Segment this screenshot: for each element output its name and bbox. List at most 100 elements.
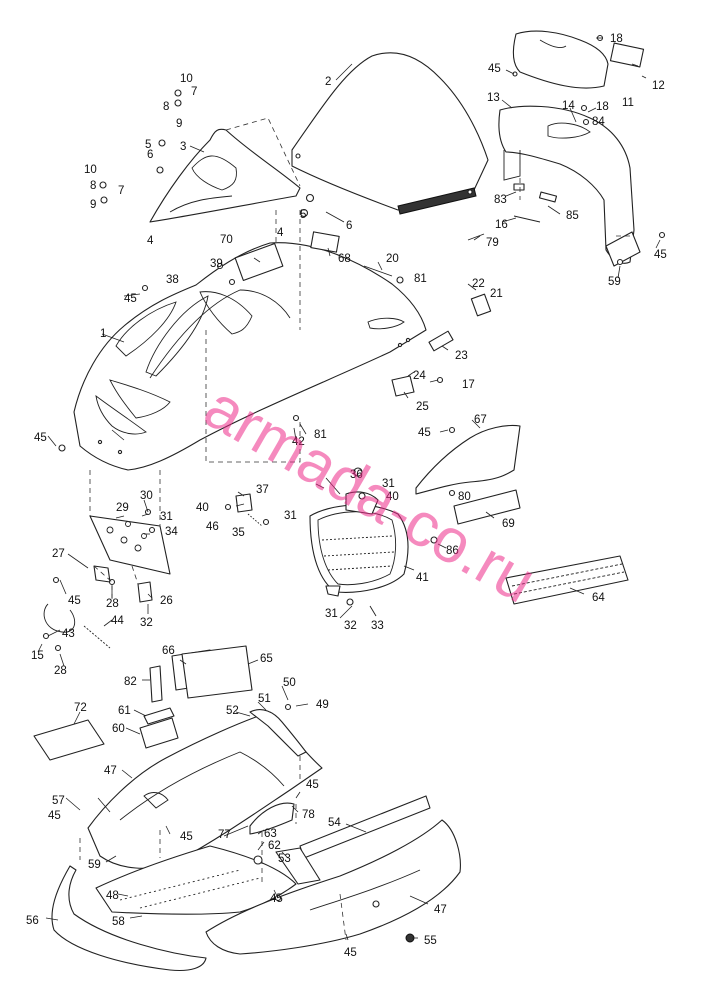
bracket-26 [137, 581, 153, 603]
callout: 48 [106, 890, 119, 902]
bracket-29 [89, 515, 171, 575]
callout: 50 [283, 677, 296, 689]
callout: 35 [232, 527, 245, 539]
callout: 17 [462, 379, 475, 391]
callout: 80 [458, 491, 471, 503]
callout: 12 [652, 80, 665, 92]
skid-plate [95, 845, 297, 915]
callout: 78 [302, 809, 315, 821]
callout: 60 [112, 723, 125, 735]
callout: 28 [54, 665, 67, 677]
callout: 45 [306, 779, 319, 791]
callout: 47 [104, 765, 117, 777]
callout: 82 [124, 676, 137, 688]
callout: 72 [74, 702, 87, 714]
callout: 45 [68, 595, 81, 607]
callout: 4 [147, 235, 154, 247]
callout: 77 [218, 829, 231, 841]
callout: 59 [88, 859, 101, 871]
callout: 62 [268, 840, 281, 852]
callout: 67 [474, 414, 487, 426]
callout: 64 [592, 592, 605, 604]
duct-67 [415, 424, 521, 495]
decal-68 [310, 231, 340, 253]
callout: 38 [166, 274, 179, 286]
callout: 39 [210, 258, 223, 270]
plate-60 [139, 717, 179, 749]
callout: 53 [278, 853, 291, 865]
callout: 45 [34, 432, 47, 444]
callout: 59 [608, 276, 621, 288]
headlight [309, 491, 409, 597]
rear-console [498, 105, 641, 267]
callout: 9 [176, 118, 182, 130]
callout: 81 [314, 429, 327, 441]
callout: 86 [446, 545, 459, 557]
callout: 6 [147, 149, 153, 161]
callout: 4 [277, 227, 284, 239]
callout: 10 [84, 164, 97, 176]
callout: 40 [196, 502, 209, 514]
callout: 5 [145, 139, 151, 151]
callout: 46 [206, 521, 219, 533]
callout: 14 [562, 100, 575, 112]
callout: 31 [284, 510, 297, 522]
callout: 16 [495, 219, 508, 231]
panel-64 [505, 555, 629, 605]
callout: 45 [270, 893, 283, 905]
storage-box [512, 30, 645, 89]
callout: 81 [414, 273, 427, 285]
cable-43 [43, 603, 76, 633]
callout: 54 [328, 817, 341, 829]
decal-70 [234, 242, 284, 282]
side-deflector [149, 128, 301, 223]
callout: 2 [325, 76, 331, 88]
callout: 30 [140, 490, 153, 502]
callout: 45 [654, 249, 667, 261]
callout: 31 [160, 511, 173, 523]
callout: 37 [256, 484, 269, 496]
callout: 20 [386, 253, 399, 265]
callout: 7 [191, 86, 197, 98]
callout: 31 [382, 478, 395, 490]
callout: 36 [350, 469, 363, 481]
callout: 13 [487, 92, 500, 104]
callout: 42 [292, 436, 305, 448]
callout: 22 [472, 278, 485, 290]
spring-44 [83, 625, 111, 649]
callout: 5 [300, 209, 306, 221]
callout: 52 [226, 705, 239, 717]
callout: 57 [52, 795, 65, 807]
callout: 8 [163, 101, 169, 113]
callout: 85 [566, 210, 579, 222]
callout: 15 [31, 650, 44, 662]
callout: 24 [413, 370, 426, 382]
callout: 49 [316, 699, 329, 711]
callout: 66 [162, 645, 175, 657]
leader-lines [37, 37, 661, 941]
callout: 41 [416, 572, 429, 584]
hood [58, 242, 427, 471]
callout: 45 [488, 63, 501, 75]
callout: 10 [180, 73, 193, 85]
callout: 28 [106, 598, 119, 610]
callout: 61 [118, 705, 131, 717]
callout: 18 [610, 33, 623, 45]
callout: 79 [486, 237, 499, 249]
side-panel [205, 795, 461, 955]
callout: 45 [344, 947, 357, 959]
callout: 32 [344, 620, 357, 632]
callout: 65 [260, 653, 273, 665]
callout: 83 [494, 194, 507, 206]
callout: 3 [180, 141, 186, 153]
callout: 25 [416, 401, 429, 413]
callout: 1 [100, 328, 106, 340]
callout: 8 [90, 180, 96, 192]
callout: 51 [258, 693, 271, 705]
callout: 69 [502, 518, 515, 530]
callout: 63 [264, 828, 277, 840]
callout: 26 [160, 595, 173, 607]
pad-72 [33, 719, 105, 761]
callout: 23 [455, 350, 468, 362]
